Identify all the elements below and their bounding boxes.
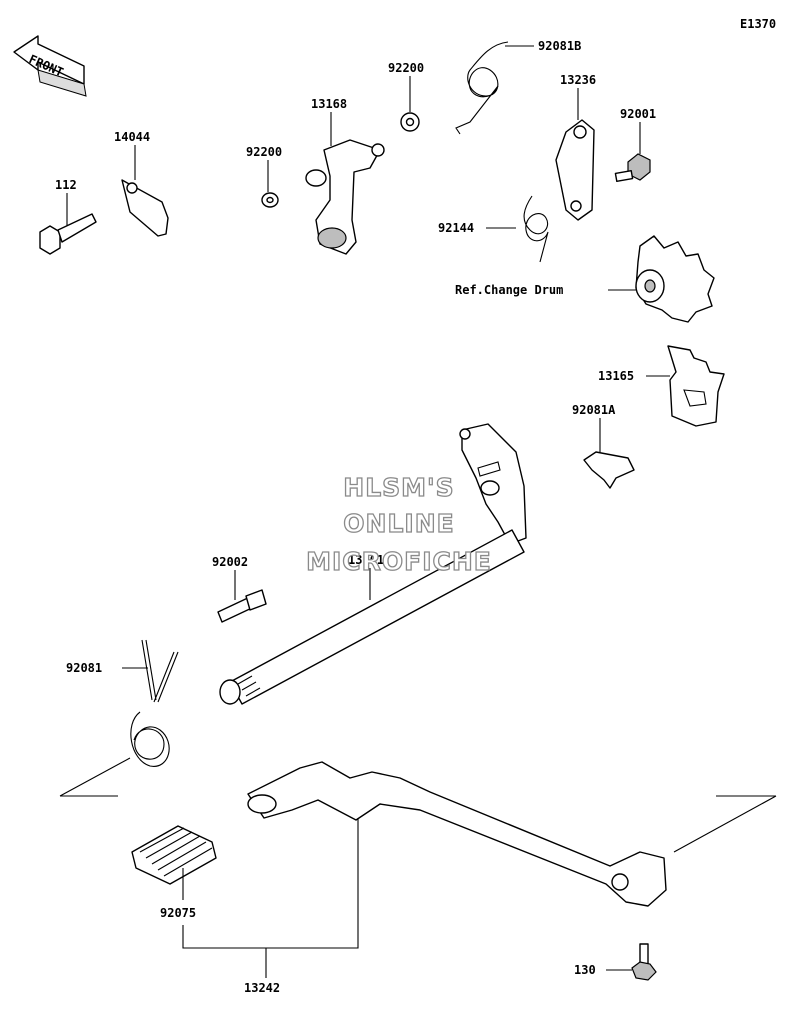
- bolt-92001-drawing: [614, 153, 651, 183]
- bolt-130-drawing: [631, 943, 657, 981]
- pedal-rubber-92075-drawing: [131, 825, 217, 885]
- watermark-line-3: MICROFICHE: [306, 547, 492, 576]
- label-13242: 13242: [244, 981, 280, 995]
- plate-13165-drawing: [667, 345, 725, 427]
- label-92200-upper: 92200: [388, 61, 424, 75]
- spring-92144-drawing: [523, 195, 549, 263]
- watermark-line-2: ONLINE: [343, 509, 454, 538]
- label-112: 112: [55, 178, 77, 192]
- label-92081b: 92081B: [538, 39, 581, 53]
- label-92002: 92002: [212, 555, 248, 569]
- stud-92002-drawing: [217, 589, 267, 623]
- label-92075: 92075: [160, 906, 196, 920]
- label-92144: 92144: [438, 221, 474, 235]
- clip-92081a-drawing: [583, 451, 635, 489]
- shift-shaft-13161-drawing: [219, 423, 527, 705]
- watermark-line-1: HLSM'S: [343, 473, 454, 502]
- label-13165: 13165: [598, 369, 634, 383]
- front-arrow-icon: FRONT: [13, 35, 87, 97]
- shift-pedal-13242-drawing: [247, 761, 667, 907]
- diagram-code: E1370: [740, 17, 776, 31]
- label-130: 130: [574, 963, 596, 977]
- bracket-14044-drawing: [121, 179, 169, 237]
- label-13236: 13236: [560, 73, 596, 87]
- watermark: HLSM'S ONLINE MICROFICHE: [305, 472, 492, 576]
- label-92200-lower: 92200: [246, 145, 282, 159]
- spring-92081b-drawing: [455, 41, 509, 135]
- label-change-drum: Ref.Change Drum: [455, 283, 563, 297]
- change-drum-drawing: [635, 235, 715, 323]
- label-92081a: 92081A: [572, 403, 616, 417]
- label-92081: 92081: [66, 661, 102, 675]
- leader-lines: [59, 45, 777, 978]
- label-92001: 92001: [620, 107, 656, 121]
- spring-92081-drawing: [130, 639, 179, 767]
- label-13168: 13168: [311, 97, 347, 111]
- lever-13168-drawing: [305, 139, 385, 255]
- bolt-112-drawing: [39, 213, 97, 255]
- label-13161: 13161: [348, 553, 384, 567]
- label-14044: 14044: [114, 130, 150, 144]
- arm-13236-drawing: [555, 119, 595, 221]
